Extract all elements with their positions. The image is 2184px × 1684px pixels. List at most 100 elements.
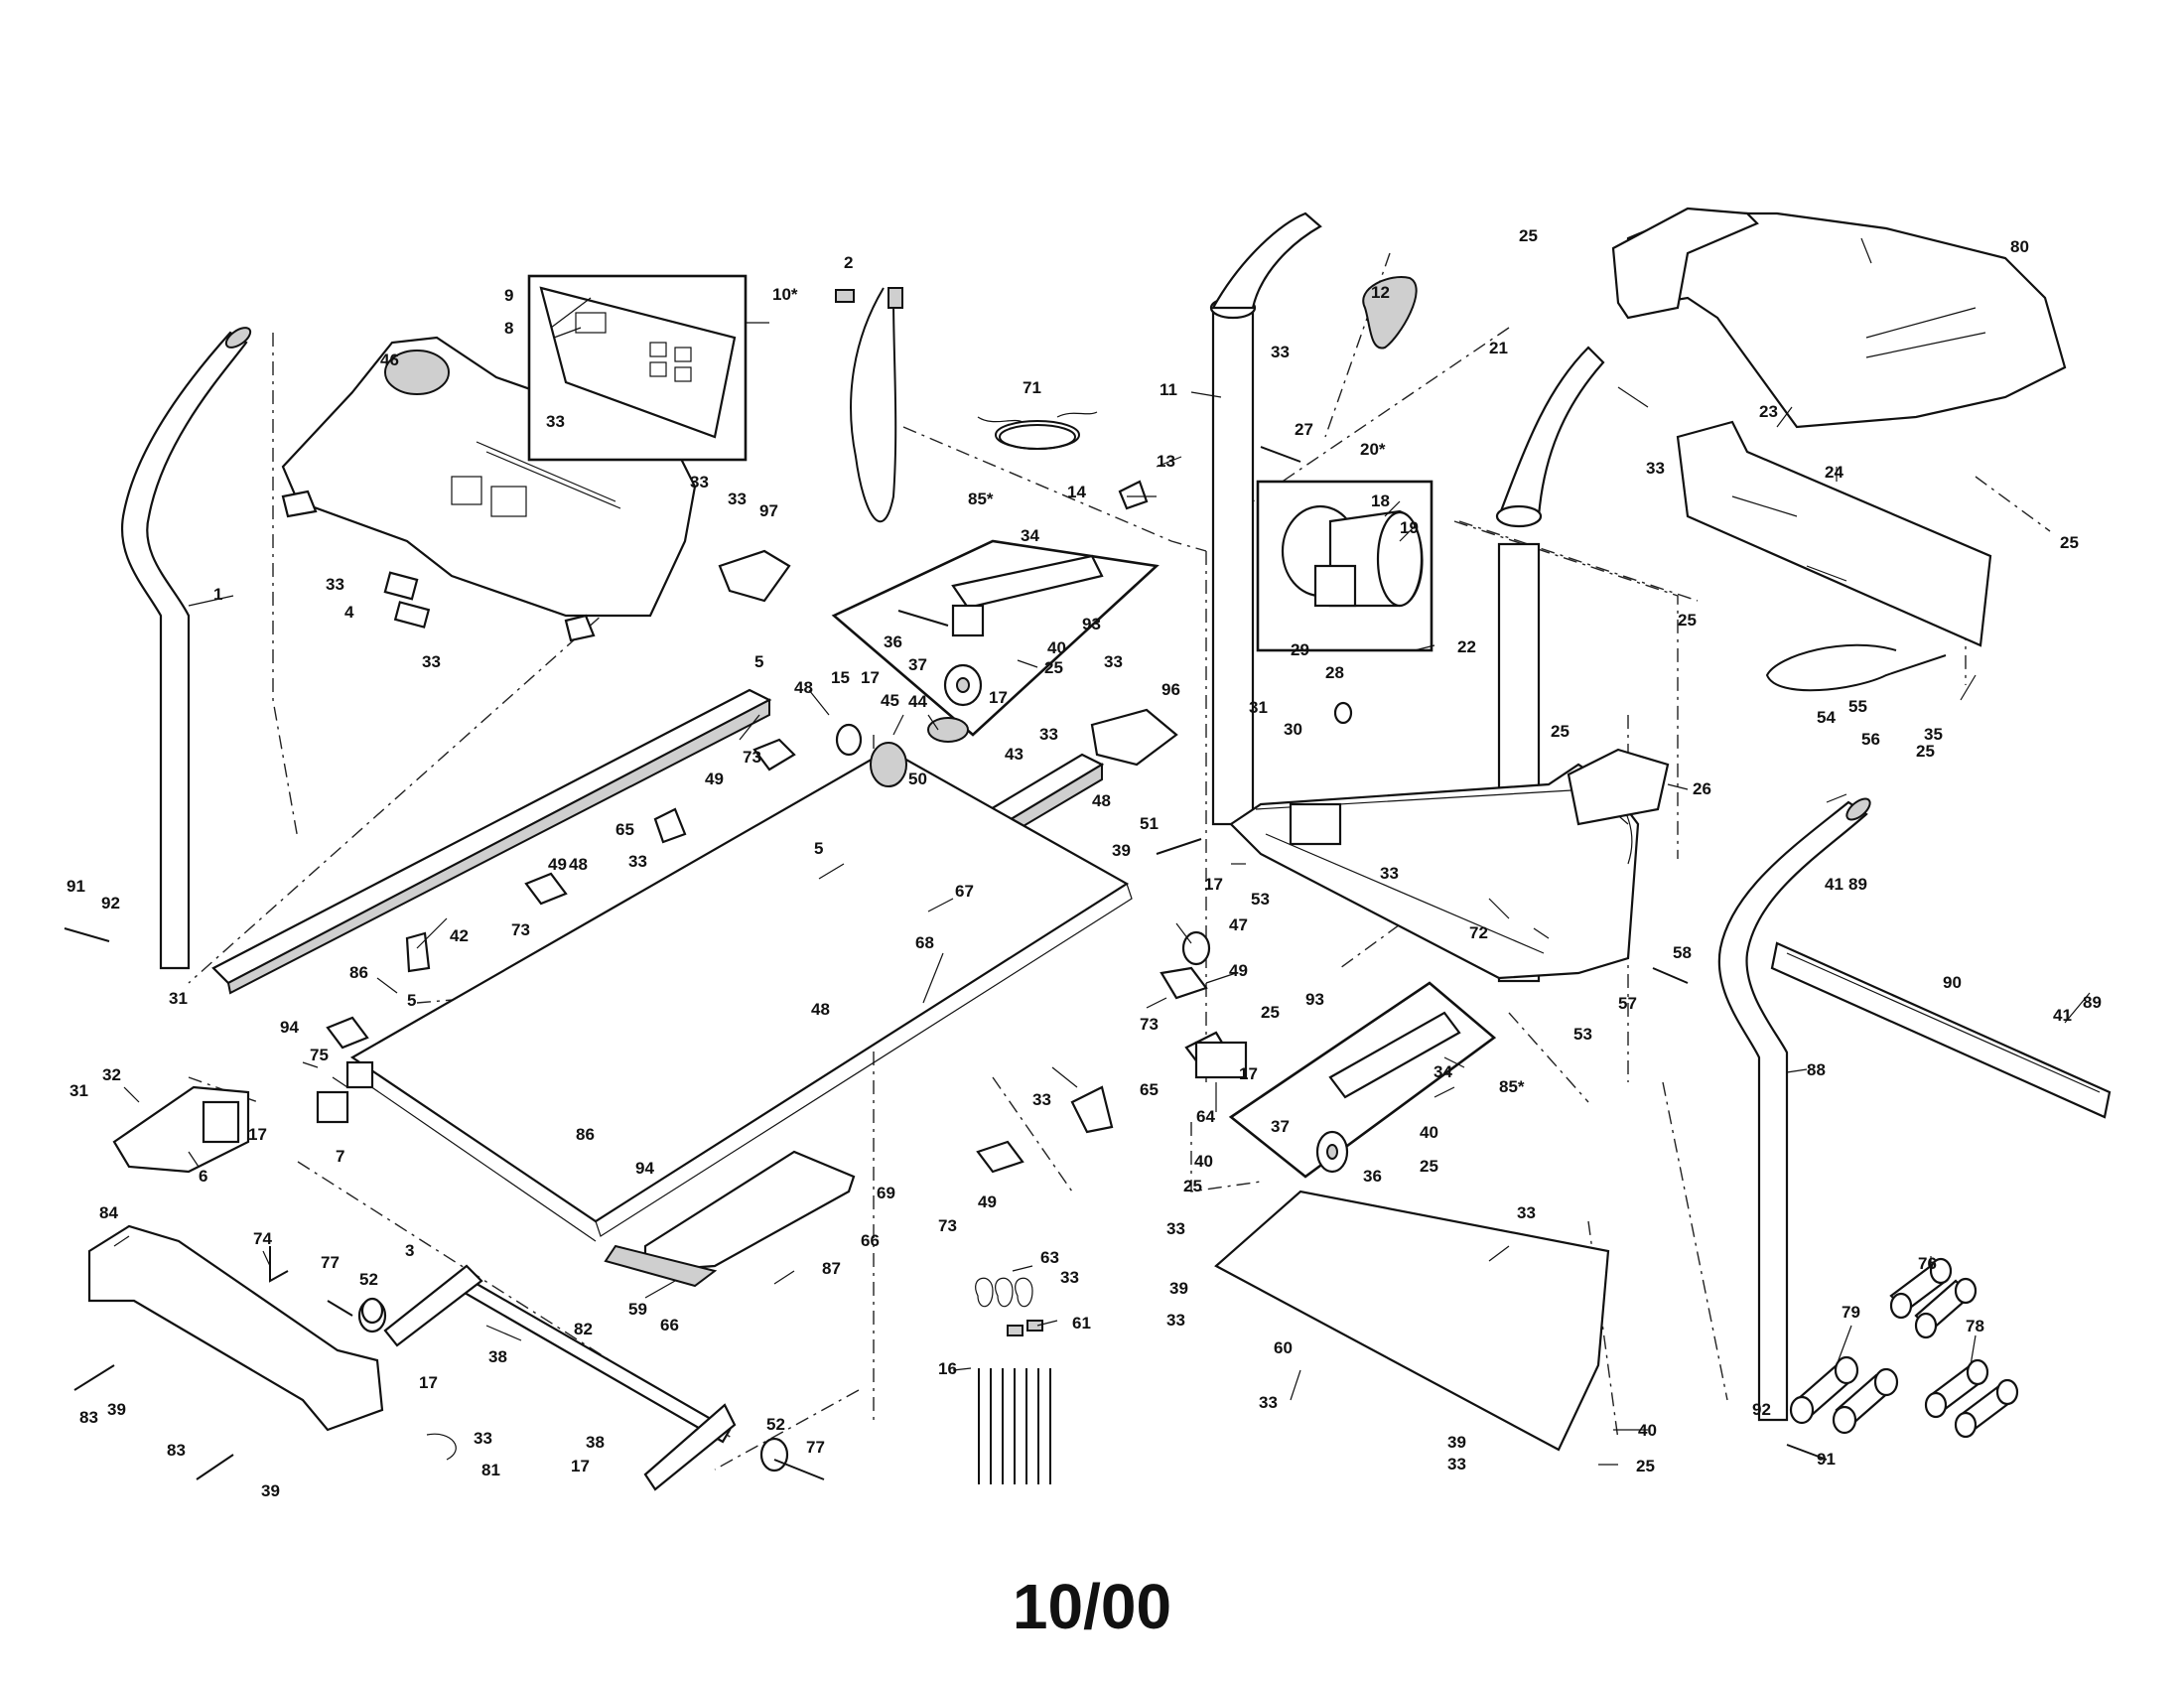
callout-40: 40 [1638, 1421, 1657, 1440]
callout-1: 1 [213, 585, 222, 604]
callout-73: 73 [743, 748, 761, 767]
callout-48: 48 [794, 678, 813, 697]
callout-33: 33 [546, 412, 565, 431]
callout-2: 2 [844, 253, 853, 272]
callout-5: 5 [754, 652, 763, 671]
callout-91: 91 [67, 877, 85, 896]
callout-75: 75 [310, 1046, 329, 1064]
callout-92: 92 [1752, 1400, 1771, 1419]
hex-key-part [269, 1246, 289, 1283]
callout-10: 10* [772, 285, 798, 304]
deck-bracket-part [604, 1150, 856, 1288]
callout-64: 64 [1196, 1107, 1215, 1126]
callout-85: 85* [968, 490, 994, 508]
callout-39: 39 [261, 1481, 280, 1500]
callout-17: 17 [419, 1373, 438, 1392]
callout-33: 33 [690, 473, 709, 491]
callout-3: 3 [405, 1241, 414, 1260]
callout-50: 50 [908, 770, 927, 788]
callout-59: 59 [628, 1300, 647, 1319]
callout-49: 49 [548, 855, 567, 874]
callout-37: 37 [1271, 1117, 1290, 1136]
callout-37: 37 [908, 655, 927, 674]
callout-53: 53 [1573, 1025, 1592, 1044]
callout-51: 51 [1140, 814, 1159, 833]
walking-deck-part [349, 748, 1133, 1242]
callout-33: 33 [326, 575, 344, 594]
small-brackets [405, 480, 1670, 1134]
callout-96: 96 [1161, 680, 1180, 699]
callout-94: 94 [280, 1018, 299, 1037]
base-plate-part [1214, 1190, 1610, 1452]
callout-33: 33 [1271, 343, 1290, 361]
callout-74: 74 [253, 1229, 272, 1248]
callout-9: 9 [504, 286, 513, 305]
callout-35: 35 [1924, 725, 1943, 744]
callout-94: 94 [635, 1159, 654, 1178]
callout-18: 18 [1371, 491, 1390, 510]
frame-base-part [1229, 763, 1640, 980]
right-rail-part [1770, 941, 2112, 1119]
callout-19: 19 [1400, 518, 1419, 537]
callout-31: 31 [69, 1081, 88, 1100]
callout-33: 33 [1039, 725, 1058, 744]
front-frame-end-part [316, 1060, 374, 1124]
callout-48: 48 [811, 1000, 830, 1019]
callout-44: 44 [908, 692, 927, 711]
safety-key-part [835, 287, 903, 523]
callout-41: 41 [2053, 1006, 2072, 1025]
callout-15: 15 [831, 668, 850, 687]
callout-92: 92 [101, 894, 120, 912]
callout-17: 17 [248, 1125, 267, 1144]
motor-box [1256, 480, 1433, 652]
callout-36: 36 [1363, 1167, 1382, 1186]
callout-78: 78 [1966, 1317, 1984, 1335]
callout-25: 25 [1551, 722, 1570, 741]
callout-83: 83 [79, 1408, 98, 1427]
callout-43: 43 [1005, 745, 1024, 764]
callout-86: 86 [576, 1125, 595, 1144]
callout-8: 8 [504, 319, 513, 338]
right-upright-part [1717, 797, 1871, 1422]
callout-55: 55 [1848, 697, 1867, 716]
callout-42: 42 [450, 926, 469, 945]
callout-54: 54 [1817, 708, 1836, 727]
console-overlay-box [527, 274, 748, 462]
callout-66: 66 [861, 1231, 880, 1250]
callout-52: 52 [766, 1415, 785, 1434]
upper-roller-box [831, 539, 1160, 737]
wire-bundle-part [977, 411, 1098, 450]
callout-27: 27 [1295, 420, 1313, 439]
callout-24: 24 [1825, 463, 1843, 482]
callout-47: 47 [1229, 915, 1248, 934]
motor-bracket-part [1676, 420, 1992, 692]
callout-labels: 1 2 3 4 5 5 5 6 7 8 9 10* 11 12 13 14 15… [67, 226, 2102, 1500]
callout-48: 48 [569, 855, 588, 874]
callout-33: 33 [1447, 1455, 1466, 1474]
callout-33: 33 [1380, 864, 1399, 883]
callout-88: 88 [1807, 1060, 1826, 1079]
callout-66: 66 [660, 1316, 679, 1334]
callout-97: 97 [759, 501, 778, 520]
callout-56: 56 [1861, 730, 1880, 749]
callout-25: 25 [1261, 1003, 1280, 1022]
callout-83: 83 [167, 1441, 186, 1460]
callout-40: 40 [1047, 638, 1066, 657]
upright-tube-part [1209, 211, 1605, 983]
callout-49: 49 [1229, 961, 1248, 980]
front-motor-mount-part [112, 1085, 250, 1174]
callout-58: 58 [1673, 943, 1692, 962]
callout-91: 91 [1817, 1450, 1836, 1469]
drive-belt-part [1362, 276, 1418, 350]
callout-41: 41 [1825, 875, 1843, 894]
callout-31: 31 [1249, 698, 1268, 717]
callout-17: 17 [571, 1457, 590, 1475]
callout-20: 20* [1360, 440, 1386, 459]
callout-34: 34 [1021, 526, 1039, 545]
callout-60: 60 [1274, 1338, 1293, 1357]
callout-89: 89 [2083, 993, 2102, 1012]
callout-86: 86 [349, 963, 368, 982]
callout-28: 28 [1325, 663, 1344, 682]
callout-84: 84 [99, 1203, 118, 1222]
callout-46: 46 [380, 351, 399, 369]
